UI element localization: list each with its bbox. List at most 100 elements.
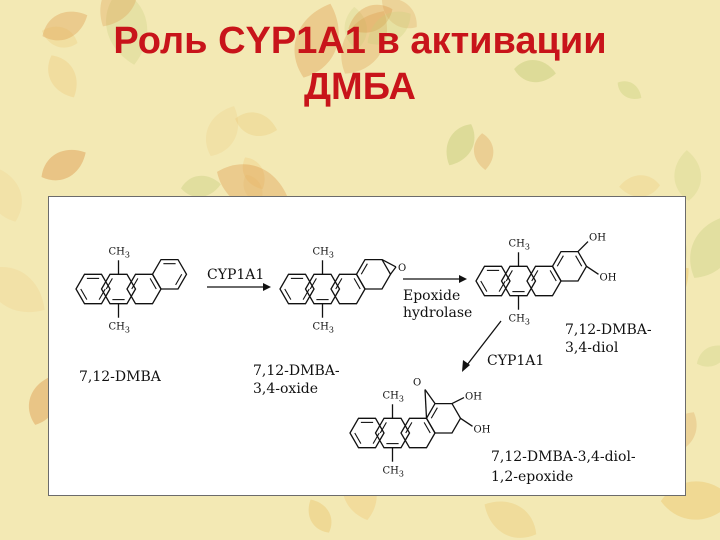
methyl-label: CH3 (509, 238, 530, 251)
leaf-shape (294, 3, 339, 78)
hydroxyl-label: OH (600, 272, 617, 283)
slide-title-line-2: ДМБА (303, 66, 417, 108)
benzene-ring (304, 273, 341, 305)
leaf-shape (106, 0, 148, 65)
reaction-arrow-2-head (459, 275, 467, 283)
double-bond (405, 422, 413, 434)
methyl-label: CH3 (313, 246, 334, 259)
leaf-shape (308, 499, 332, 533)
double-bond (175, 274, 183, 286)
double-bond (531, 270, 539, 282)
epoxide-bond (424, 389, 428, 419)
enzyme-label-cyp1a1-2: CYP1A1 (487, 353, 544, 369)
compound-label-diol-epoxide-line-2: 1,2-epoxide (491, 469, 573, 485)
double-bond (131, 278, 139, 290)
double-bond (549, 270, 557, 282)
benzene-ring (374, 417, 411, 449)
hydroxyl-label: OH (474, 424, 491, 435)
compound-label-diol-epoxide-line-1: 7,12-DMBA-3,4-diol- (491, 449, 636, 465)
leaf-shape (341, 11, 388, 74)
enzyme-label-hydrolase: hydrolase (403, 305, 472, 321)
double-bond (556, 255, 564, 267)
hydroxyl-label: OH (465, 392, 482, 403)
epoxide-oxygen-label: O (398, 263, 406, 274)
double-bond (505, 270, 513, 282)
methyl-label: CH3 (109, 322, 130, 335)
reaction-arrow-1-head (263, 283, 271, 291)
double-bond (105, 278, 113, 290)
benzene-ring (425, 402, 462, 434)
double-bond (354, 432, 362, 444)
leaf-shape (0, 266, 45, 313)
double-bond (498, 280, 506, 292)
compound-label-diol-line-2: 3,4-diol (565, 340, 619, 356)
benzene-ring (500, 265, 537, 297)
methyl-label: CH3 (109, 246, 130, 259)
leaf-shape (344, 6, 367, 50)
benzene-ring (551, 250, 588, 282)
double-bond (360, 263, 368, 275)
leaf-shape (242, 157, 265, 190)
hydroxyl-bond (586, 265, 599, 275)
slide-title-line-1: Роль CYP1A1 в активации (113, 20, 607, 62)
benzene-ring (349, 417, 385, 449)
leaf-shape (100, 0, 138, 27)
double-bond (149, 278, 157, 290)
double-bond (335, 278, 343, 290)
slide-title: Роль CYP1A1 в активации ДМБА (0, 18, 720, 110)
leaf-shape (474, 133, 494, 170)
hydroxyl-label: OH (589, 233, 606, 244)
epoxide-bond (381, 258, 397, 268)
leaf-shape (446, 124, 475, 166)
leaf-shape (674, 150, 701, 201)
leaf-shape (235, 112, 278, 137)
benzene-ring (75, 273, 111, 305)
methyl-label: CH3 (383, 466, 404, 479)
double-bond (379, 422, 387, 434)
hydroxyl-bond (577, 241, 589, 253)
double-bond (430, 407, 438, 419)
compound-label-dmba: 7,12-DMBA (79, 369, 162, 385)
reaction-arrow-3 (466, 320, 502, 366)
leaf-shape (180, 175, 221, 197)
leaf-shape (690, 214, 720, 278)
double-bond (98, 288, 106, 300)
leaf-shape (514, 60, 556, 83)
leaf-shape (381, 0, 417, 29)
benzene-ring (279, 273, 315, 305)
double-bond (80, 288, 88, 300)
double-bond (309, 278, 317, 290)
double-bond (353, 278, 361, 290)
methyl-label: CH3 (313, 322, 334, 335)
benzene-ring (475, 265, 511, 297)
enzyme-label-cyp1a1-1: CYP1A1 (207, 267, 264, 283)
compound-label-diol-line-1: 7,12-DMBA- (565, 322, 652, 338)
compound-label-oxide-line-2: 3,4-oxide (253, 381, 318, 397)
leaf-shape (696, 345, 720, 367)
leaf-shape (367, 11, 411, 45)
epoxide-oxygen-label: O (413, 378, 421, 389)
epoxide-bond (389, 266, 397, 275)
leaf-shape (42, 11, 88, 41)
leaf-shape (206, 106, 239, 157)
leaf-shape (48, 55, 77, 98)
leaf-shape (41, 26, 78, 48)
enzyme-label-epoxide: Epoxide (403, 288, 460, 304)
methyl-label: CH3 (509, 314, 530, 327)
double-bond (284, 288, 292, 300)
leaf-shape (484, 501, 537, 538)
double-bond (423, 422, 431, 434)
leaf-shape (0, 167, 22, 222)
methyl-label: CH3 (383, 390, 404, 403)
benzene-ring (151, 258, 188, 290)
hydroxyl-bond (451, 396, 465, 405)
benzene-ring (100, 273, 137, 305)
hydroxyl-bond (460, 417, 473, 427)
leaf-shape (41, 149, 86, 181)
leaf-shape (348, 4, 393, 33)
